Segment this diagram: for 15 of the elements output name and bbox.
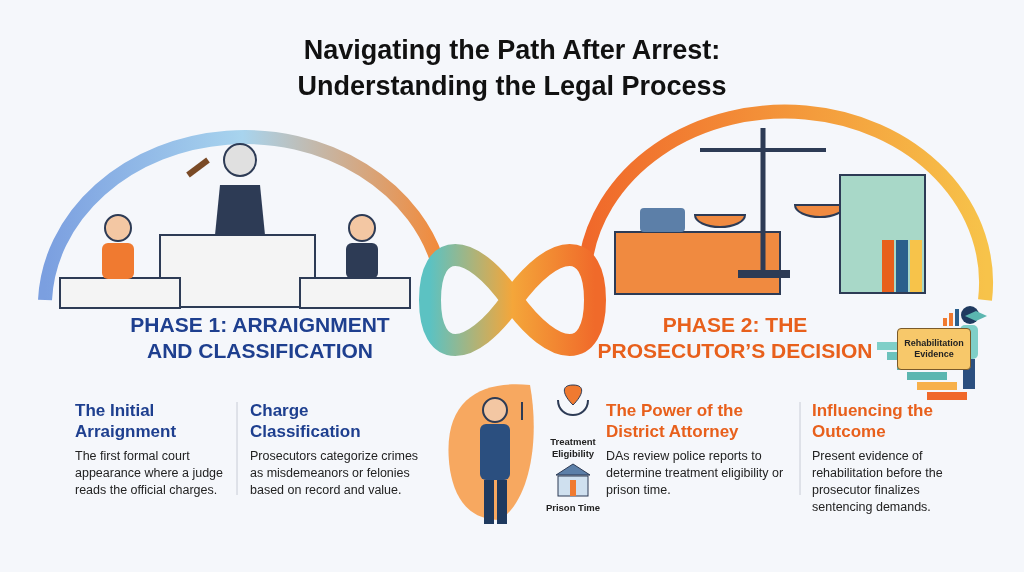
section-heading: The Power of the District Attorney	[606, 400, 744, 442]
icon-caption: Treatment Eligibility	[549, 436, 597, 460]
icon-caption: Prison Time	[544, 502, 602, 514]
title: Navigating the Path After Arrest: Understanding the Legal Process	[296, 34, 728, 103]
section-body: DAs review police reports to determine treatment eligibility or prison time.	[606, 448, 785, 499]
folder-box	[897, 328, 971, 370]
section-body: Present evidence of rehabilitation before the prosecutor finalizes sentencing demands.	[812, 448, 944, 516]
section-body: The first formal court appearance where a judge reads the official charges.	[75, 448, 225, 499]
section-heading: The Initial Arraignment	[75, 400, 178, 442]
folder-label: Rehabilitation Evidence	[903, 338, 965, 360]
section-body: Prosecutors categorize crimes as misdemeanors or felonies based on record and value.	[250, 448, 420, 499]
phase-heading: PHASE 2: THE PROSECUTOR’S DECISION	[596, 312, 874, 364]
phase-heading: PHASE 1: ARRAIGNMENT AND CLASSIFICATION	[129, 312, 391, 364]
section-heading: Influencing the Outcome	[812, 400, 934, 442]
section-heading: Charge Classification	[250, 400, 362, 442]
